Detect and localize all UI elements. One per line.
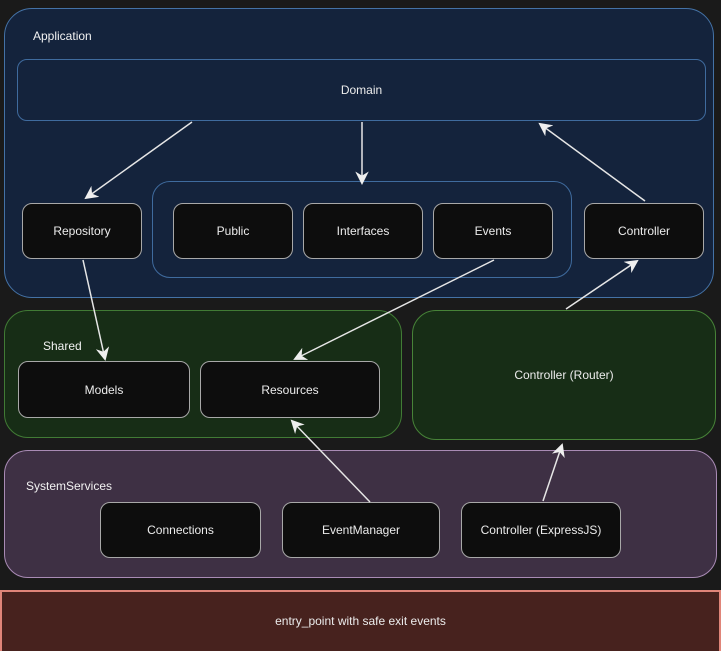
node-controller: Controller [584, 203, 704, 259]
resources-label: Resources [261, 382, 319, 397]
domain-label: Domain [340, 83, 383, 97]
node-connections: Connections [100, 502, 261, 558]
system-services-section-label: SystemServices [26, 479, 113, 493]
entry-point-strip: entry_point with safe exit events [0, 590, 721, 651]
connections-label: Connections [147, 523, 214, 537]
node-events: Events [433, 203, 553, 259]
node-public: Public [173, 203, 293, 259]
shared-section-label: Shared [43, 339, 82, 353]
public-label: Public [216, 224, 250, 238]
node-resources: Resources [200, 361, 380, 418]
controller-router-label: Controller (Router) [514, 368, 614, 382]
node-controller-expressjs: Controller (ExpressJS) [461, 502, 621, 558]
models-label: Models [84, 382, 124, 397]
node-repository: Repository [22, 203, 142, 259]
node-event-manager: EventManager [282, 502, 440, 558]
node-models: Models [18, 361, 190, 418]
events-label: Events [474, 224, 512, 238]
event-manager-label: EventManager [321, 523, 401, 537]
controller-label: Controller [617, 224, 671, 238]
entry-point-label: entry_point with safe exit events [275, 614, 446, 628]
node-domain: Domain [17, 59, 706, 121]
interfaces-label: Interfaces [336, 224, 390, 238]
application-section-label: Application [33, 29, 92, 43]
node-interfaces: Interfaces [303, 203, 423, 259]
controller-expressjs-label: Controller (ExpressJS) [480, 523, 602, 537]
node-controller-router: Controller (Router) [412, 310, 716, 440]
repository-label: Repository [53, 224, 111, 238]
